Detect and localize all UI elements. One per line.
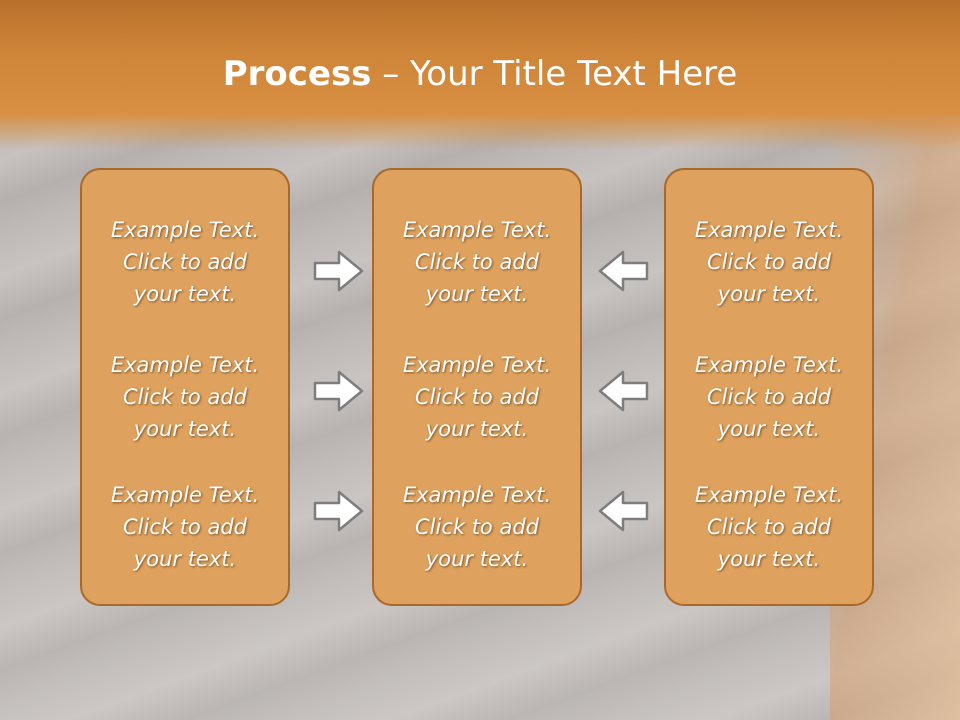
- title-band: [0, 0, 960, 150]
- text-box-center[interactable]: Example Text. Click to add your text. Ex…: [372, 168, 582, 606]
- text-line: Click to add: [706, 385, 831, 409]
- text-line: Example Text.: [110, 353, 260, 377]
- text-line: Click to add: [414, 515, 539, 539]
- arrow-right-icon[interactable]: [313, 249, 365, 293]
- title-rest: – Your Title Text Here: [371, 54, 738, 94]
- text-box-left[interactable]: Example Text. Click to add your text. Ex…: [80, 168, 290, 606]
- text-line: Click to add: [706, 250, 831, 274]
- title-bold: Process: [222, 54, 372, 94]
- text-line: Example Text.: [694, 353, 844, 377]
- text-line: your text.: [425, 417, 529, 441]
- arrow-right-icon[interactable]: [313, 489, 365, 533]
- text-line: Example Text.: [694, 218, 844, 242]
- text-line: Example Text.: [110, 483, 260, 507]
- arrow-right-icon[interactable]: [313, 369, 365, 413]
- text-placeholder[interactable]: Example Text. Click to add your text.: [82, 349, 288, 445]
- text-box-right[interactable]: Example Text. Click to add your text. Ex…: [664, 168, 874, 606]
- text-placeholder[interactable]: Example Text. Click to add your text.: [374, 349, 580, 445]
- text-line: your text.: [425, 547, 529, 571]
- text-line: your text.: [717, 282, 821, 306]
- text-placeholder[interactable]: Example Text. Click to add your text.: [374, 214, 580, 310]
- text-placeholder[interactable]: Example Text. Click to add your text.: [666, 214, 872, 310]
- text-line: Example Text.: [694, 483, 844, 507]
- text-line: your text.: [425, 282, 529, 306]
- text-placeholder[interactable]: Example Text. Click to add your text.: [82, 214, 288, 310]
- text-line: Click to add: [122, 385, 247, 409]
- text-line: Example Text.: [402, 483, 552, 507]
- text-line: your text.: [717, 417, 821, 441]
- text-line: Example Text.: [402, 218, 552, 242]
- text-line: Click to add: [706, 515, 831, 539]
- text-placeholder[interactable]: Example Text. Click to add your text.: [374, 479, 580, 575]
- text-line: Click to add: [414, 385, 539, 409]
- text-line: Click to add: [122, 515, 247, 539]
- text-placeholder[interactable]: Example Text. Click to add your text.: [666, 479, 872, 575]
- slide-title[interactable]: Process – Your Title Text Here: [0, 52, 960, 96]
- text-line: Click to add: [414, 250, 539, 274]
- arrow-left-icon[interactable]: [597, 489, 649, 533]
- text-placeholder[interactable]: Example Text. Click to add your text.: [82, 479, 288, 575]
- text-line: Example Text.: [110, 218, 260, 242]
- text-line: your text.: [717, 547, 821, 571]
- text-line: your text.: [133, 417, 237, 441]
- text-line: your text.: [133, 282, 237, 306]
- arrow-left-icon[interactable]: [597, 369, 649, 413]
- text-placeholder[interactable]: Example Text. Click to add your text.: [666, 349, 872, 445]
- arrow-left-icon[interactable]: [597, 249, 649, 293]
- text-line: Click to add: [122, 250, 247, 274]
- text-line: Example Text.: [402, 353, 552, 377]
- text-line: your text.: [133, 547, 237, 571]
